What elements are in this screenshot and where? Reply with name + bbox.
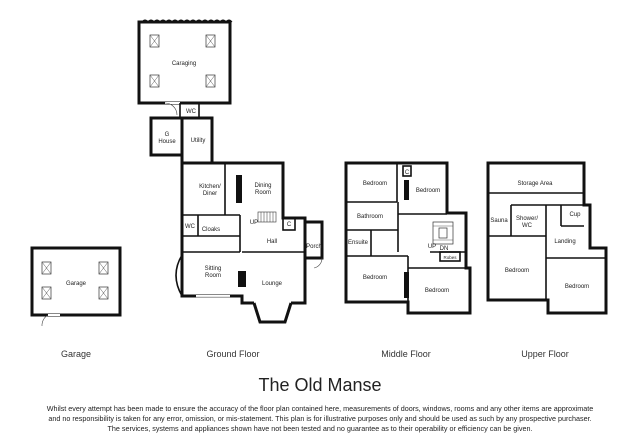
disclaimer-line: and no responsibility is taken for any e… [48, 414, 592, 423]
staircase-icon [257, 211, 277, 223]
room-label-bedroom: Bedroom [363, 181, 387, 187]
skylight-icon [41, 261, 109, 300]
room-label-sitting-room-2: Room [205, 273, 221, 279]
room-label-bedroom-3: Bedroom [363, 275, 387, 281]
room-label-bathroom: Bathroom [357, 214, 383, 220]
room-label-lounge: Lounge [262, 281, 283, 287]
room-label-kitchen-diner-2: Diner [203, 191, 217, 197]
skylight-icon [149, 34, 216, 88]
floor-caption-middle: Middle Floor [381, 349, 431, 359]
page-title: The Old Manse [258, 375, 382, 395]
room-label-porch: Porch [306, 244, 322, 250]
room-label-wc-ground: WC [185, 224, 196, 230]
room-label-cloaks: Cloaks [202, 227, 220, 233]
room-label-caraging: Caraging [172, 61, 196, 67]
room-label-dining-room: Dining [254, 183, 271, 189]
room-label-bedroom-upper: Bedroom [505, 268, 529, 274]
room-label-garage: Garage [66, 281, 87, 287]
room-label-green-house-2: House [158, 139, 176, 145]
ground-floor-plan: Caraging WC G House Utility Kitchen/ Din… [137, 19, 324, 324]
floor-caption-garage: Garage [60, 349, 92, 359]
room-label-shower-wc-2: WC [522, 223, 533, 229]
staircase-icon [432, 221, 454, 245]
chimney-block [404, 180, 409, 200]
room-label-utility: Utility [191, 138, 206, 144]
room-label-sitting-room: Sitting [205, 266, 222, 272]
room-label-shower-wc: Shower/ [516, 216, 538, 222]
room-label-cupboard-middle: C [405, 170, 410, 176]
floor-plan-drawing: .w { fill: none; stroke: #111; stroke-wi… [30, 19, 608, 327]
room-label-cupboard-upper: Cup [569, 212, 581, 218]
stair-label-up: UP [250, 220, 258, 226]
upper-floor-plan: Storage Area Sauna Shower/ WC Cup Landin… [486, 161, 608, 315]
chimney-block [404, 272, 409, 298]
disclaimer-line: Whilst every attempt has been made to en… [46, 404, 594, 413]
stair-label-down-middle: DN [440, 246, 449, 252]
disclaimer: Whilst every attempt has been made to en… [10, 404, 630, 434]
room-label-green-house: G [165, 132, 170, 138]
stair-label-up-middle: UP [428, 244, 436, 250]
garage-plan: Garage [30, 246, 122, 327]
floor-caption-upper: Upper Floor [521, 349, 569, 359]
room-label-storage-area: Storage Area [517, 181, 553, 187]
disclaimer-line: The services, systems and appliances sho… [107, 424, 533, 433]
room-label-bedroom-upper-2: Bedroom [565, 284, 589, 290]
room-label-hall: Hall [267, 239, 277, 245]
room-label-sauna: Sauna [490, 218, 508, 224]
fireplace-block [238, 271, 246, 287]
room-label-wc: WC [186, 109, 197, 115]
room-label-robes: Robes [443, 255, 457, 260]
room-label-kitchen-diner: Kitchen/ [199, 184, 221, 190]
middle-floor-plan: Bedroom Bedroom C Bathroom Ensuite UP DN… [344, 161, 472, 315]
room-label-cupboard: C [287, 222, 292, 228]
room-label-landing: Landing [554, 239, 575, 245]
room-label-bedroom-2: Bedroom [416, 188, 440, 194]
room-label-ensuite: Ensuite [348, 240, 369, 246]
room-label-bedroom-4: Bedroom [425, 288, 449, 294]
chimney-block [236, 175, 242, 203]
floor-caption-ground: Ground Floor [206, 349, 260, 359]
room-label-dining-room-2: Room [255, 190, 271, 196]
